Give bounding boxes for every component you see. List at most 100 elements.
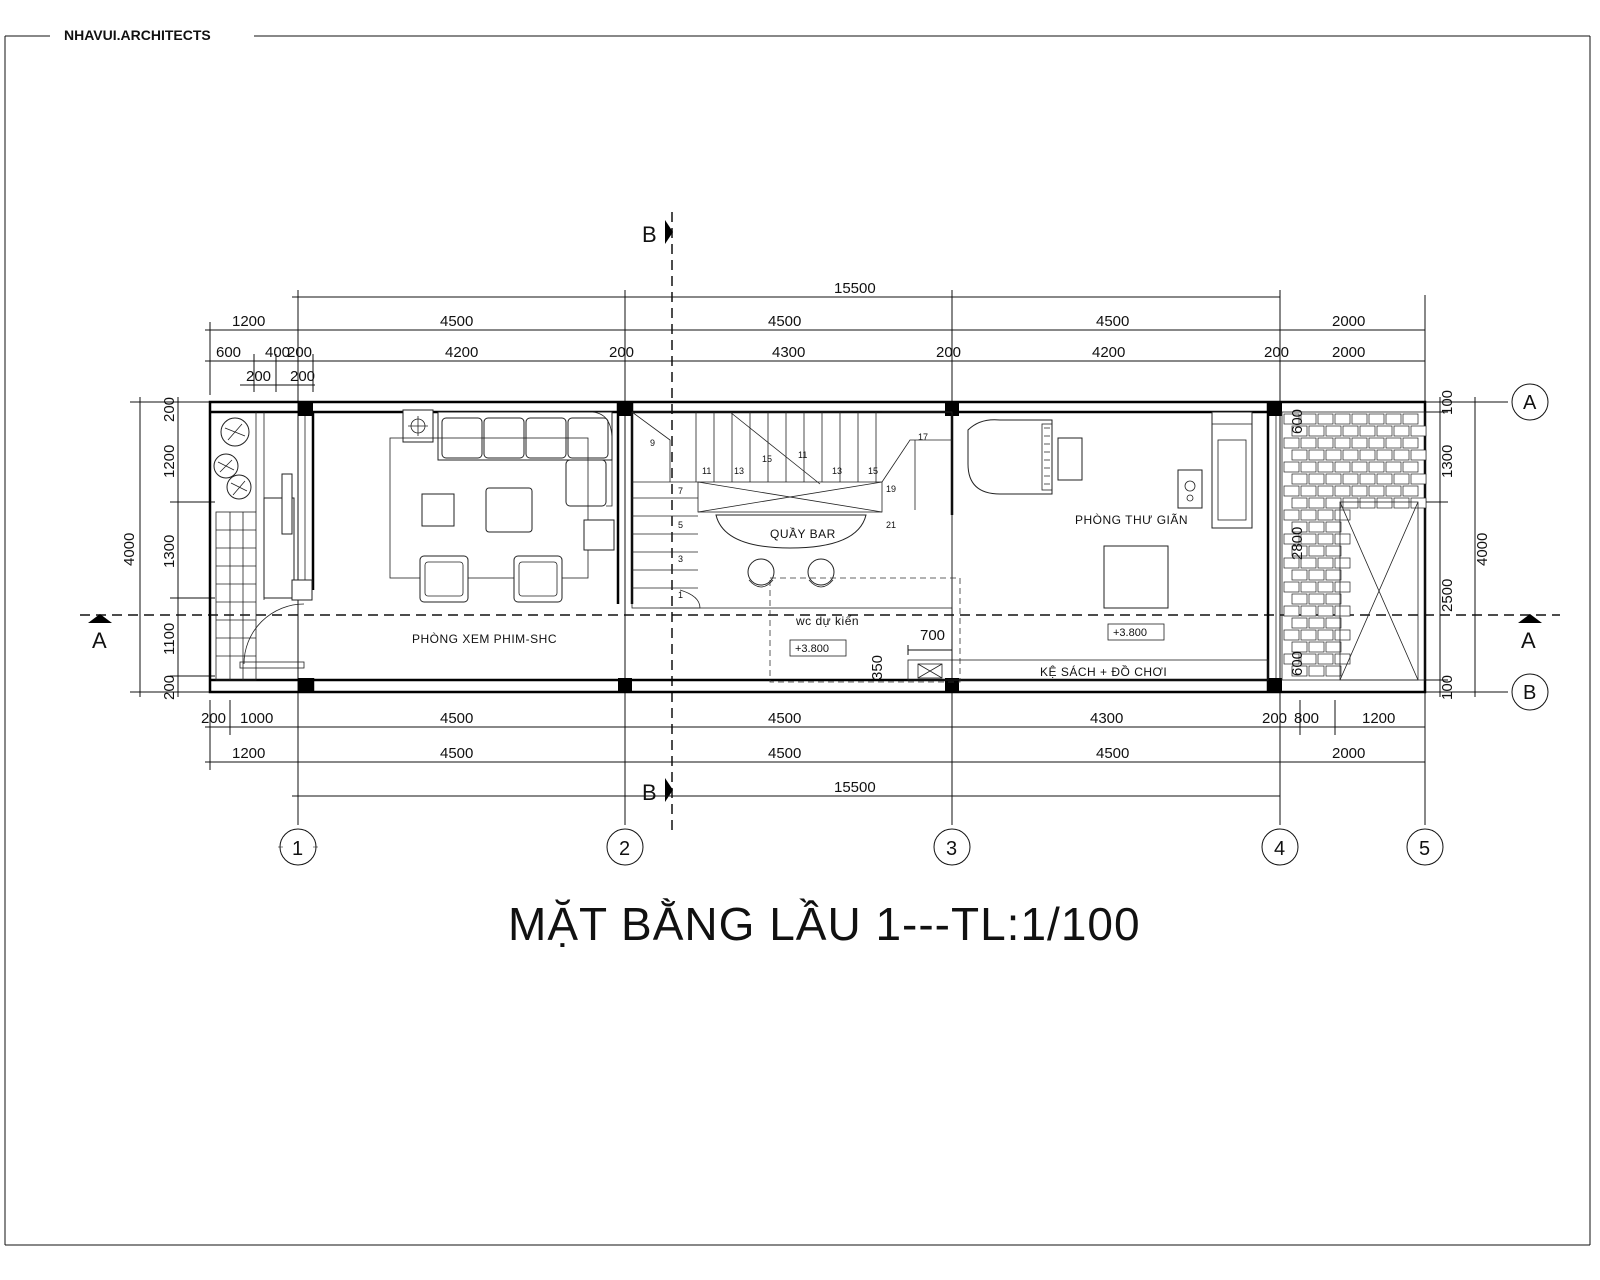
sofa-set — [389, 409, 615, 603]
dim-top-r1-5: 2000 — [1332, 313, 1365, 330]
brick-tile — [1317, 437, 1334, 449]
grid-label-5: 5 — [1419, 838, 1430, 860]
step-11b: 11 — [798, 450, 807, 460]
brick-tile — [1402, 461, 1419, 473]
left-dimension-lines — [130, 397, 215, 697]
dim-top-r2-10: 2000 — [1332, 344, 1365, 361]
dim-top-r1-1: 1200 — [232, 313, 265, 330]
brick-tile — [1283, 557, 1300, 569]
brick-tile — [1283, 509, 1300, 521]
brick-tile — [1291, 593, 1308, 605]
top-dimension-lines — [205, 290, 1426, 395]
brick-tile — [1317, 629, 1334, 641]
brick-tile — [1334, 629, 1351, 641]
brick-tile — [1402, 485, 1419, 497]
dim-top-r2-5: 200 — [609, 344, 634, 361]
dim-bot-r1-8: 1200 — [1362, 710, 1395, 727]
dim-left-4: 1100 — [161, 623, 178, 655]
stair-step-numbers: 1 3 5 7 9 11 13 15 11 13 15 17 19 21 — [650, 432, 928, 600]
brick-tile — [1402, 413, 1419, 425]
dim-top-r2-9: 200 — [1264, 344, 1289, 361]
relax-level-box — [1107, 623, 1165, 641]
brick-tile — [1308, 641, 1325, 653]
brick-tile — [1283, 437, 1300, 449]
brick-tile — [1308, 545, 1325, 557]
piano — [967, 419, 1083, 495]
room-label-movie: PHÒNG XEM PHIM-SHC — [412, 631, 557, 646]
staircase — [631, 411, 953, 609]
brick-tile — [1385, 485, 1402, 497]
brick-tile — [1334, 509, 1351, 521]
step-11a: 11 — [702, 466, 711, 476]
brick-tile — [1385, 437, 1402, 449]
step-3: 3 — [678, 554, 683, 564]
dim-top-r1-4: 4500 — [1096, 313, 1129, 330]
level-relax: +3.800 — [1113, 627, 1147, 639]
brick-tile — [1359, 473, 1376, 485]
brick-tile — [1325, 449, 1342, 461]
brick-tile — [1359, 497, 1376, 509]
brick-tile — [1334, 653, 1351, 665]
level-wc: +3.800 — [795, 643, 829, 655]
section-b-top: B — [642, 222, 657, 247]
lounge-chair — [1177, 411, 1253, 529]
brick-tile — [1325, 545, 1342, 557]
brick-tile — [1291, 545, 1308, 557]
dim-left-overall: 4000 — [121, 533, 138, 566]
brick-tile — [1393, 497, 1410, 509]
brick-tile — [1342, 497, 1359, 509]
dim-left-3: 1300 — [161, 535, 178, 568]
dim-bot-r1-3: 4500 — [440, 710, 473, 727]
dim-top-r3-1: 200 — [246, 368, 271, 385]
brick-tile — [1300, 485, 1317, 497]
brick-tile — [1334, 581, 1351, 593]
brick-tile — [1291, 521, 1308, 533]
brick-tile — [1291, 473, 1308, 485]
grid-label-2: 2 — [619, 838, 630, 860]
brick-tile — [1376, 473, 1393, 485]
step-17: 17 — [918, 432, 928, 442]
dim-top-r1-3: 4500 — [768, 313, 801, 330]
brick-tile — [1300, 605, 1317, 617]
brick-tile — [1393, 449, 1410, 461]
grid-label-a: A — [1523, 392, 1537, 414]
step-1: 1 — [678, 590, 683, 600]
brick-tile — [1402, 437, 1419, 449]
dim-top-r2-2: 400 — [265, 344, 290, 361]
brick-tile — [1342, 425, 1359, 437]
dim-right-2: 1300 — [1439, 445, 1456, 478]
dim-right-overall: 4000 — [1474, 533, 1491, 566]
brick-tile — [1325, 425, 1342, 437]
brick-tile — [1300, 653, 1317, 665]
step-15b: 15 — [868, 466, 878, 476]
void-opening — [1339, 501, 1419, 681]
brick-tile — [1359, 449, 1376, 461]
dim-bot-r2-2: 4500 — [440, 745, 473, 762]
brick-tile — [1334, 533, 1351, 545]
dim-bot-r1-6: 200 — [1262, 710, 1287, 727]
brick-tile — [1283, 413, 1300, 425]
section-a-right: A — [1521, 628, 1536, 653]
plant-icons — [213, 417, 252, 500]
grid-label-3: 3 — [946, 838, 957, 860]
dim-top-r3-2: 200 — [290, 368, 315, 385]
brick-tile — [1308, 617, 1325, 629]
brick-tile — [1376, 449, 1393, 461]
grid-bubble-4 — [1261, 828, 1299, 866]
brick-tile — [1317, 413, 1334, 425]
brick-tile — [1368, 437, 1385, 449]
dim-bot-r2-1: 1200 — [232, 745, 265, 762]
brick-tile — [1393, 425, 1410, 437]
brick-tile — [1325, 641, 1342, 653]
brick-tile — [1334, 605, 1351, 617]
step-13a: 13 — [734, 466, 744, 476]
dim-bot-r1-7: 800 — [1294, 710, 1319, 727]
brick-tile — [1334, 437, 1351, 449]
dim-700: 700 — [920, 627, 945, 644]
tv-cabinet — [263, 473, 313, 601]
brick-tile — [1351, 413, 1368, 425]
brick-tile — [1283, 653, 1300, 665]
brick-tile — [1300, 581, 1317, 593]
brick-tile — [1283, 485, 1300, 497]
